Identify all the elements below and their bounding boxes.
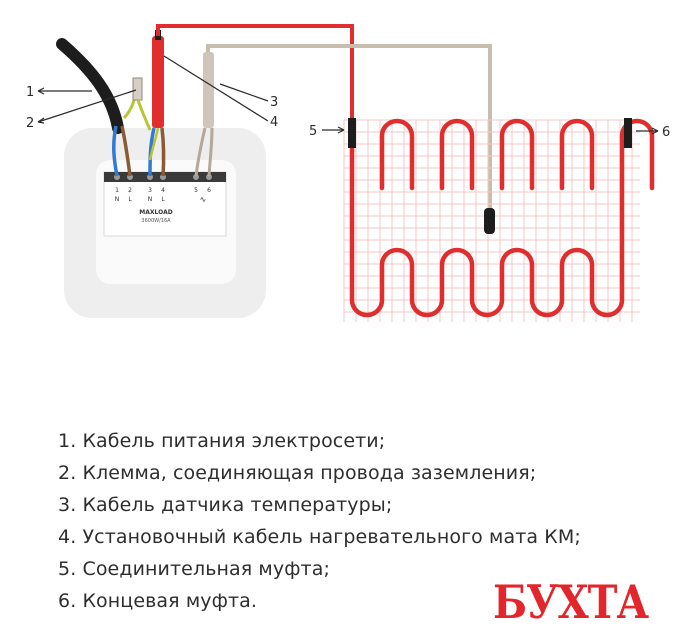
- power-wire-blue: [112, 125, 119, 177]
- callout-arrow-4: [163, 55, 269, 122]
- terminal-label-l1: L: [128, 196, 132, 203]
- terminal-number-2: 2: [128, 187, 132, 194]
- callout-1: 1: [26, 85, 34, 100]
- legend-item-5: 5. Соединительная муфта;: [58, 558, 330, 580]
- callout-arrow-5: [322, 126, 345, 134]
- end-coupling: [624, 118, 632, 148]
- terminal-label-l2: L: [161, 196, 165, 203]
- connection-coupling: [348, 118, 356, 148]
- callout-3: 3: [270, 95, 278, 110]
- sensor-wire-1: [194, 127, 207, 177]
- terminal-number-3: 3: [148, 187, 152, 194]
- callout-4: 4: [270, 115, 278, 130]
- thermostat-model: MAXLOAD: [139, 209, 172, 216]
- terminal-label-n2: N: [148, 196, 153, 203]
- brand-logo: БУХТА: [493, 575, 649, 630]
- terminal-number-6: 6: [207, 187, 211, 194]
- thermostat-rating: 3600W/16A: [141, 218, 171, 224]
- legend-item-3: 3. Кабель датчика температуры;: [58, 494, 393, 516]
- wiring-diagram: 1 2 3 4 5 6 N L N L ∿ MAXLOAD 3600W/16A: [26, 24, 670, 322]
- legend-item-1: 1. Кабель питания электросети;: [58, 430, 386, 452]
- power-wire-brown: [120, 125, 132, 177]
- sensor-cable-route: [206, 44, 492, 212]
- callout-5: 5: [309, 124, 317, 139]
- terminal-label-n1: N: [115, 196, 120, 203]
- callout-2: 2: [26, 116, 34, 131]
- legend-item-4: 4. Установочный кабель нагревательного м…: [58, 526, 581, 548]
- callout-arrow-2: [37, 89, 137, 124]
- callout-6: 6: [662, 125, 670, 140]
- terminal-block: [103, 171, 227, 237]
- legend-list: 1. Кабель питания электросети; 2. Клемма…: [58, 425, 581, 617]
- temperature-sensor-tip: [484, 208, 495, 234]
- terminal-number-5: 5: [194, 187, 198, 194]
- sensor-wire-2: [207, 127, 214, 177]
- sensor-symbol: ∿: [200, 195, 207, 204]
- heating-cable-loops: [349, 118, 655, 318]
- callout-arrow-6: [636, 127, 659, 135]
- legend-item-6: 6. Концевая муфта.: [58, 590, 258, 612]
- sensor-cable-sheath: [203, 52, 214, 128]
- callout-arrow-1: [37, 87, 92, 95]
- callout-arrow-3: [219, 83, 269, 102]
- power-cable-sheath: [56, 38, 124, 134]
- installation-wire-brown: [160, 127, 166, 177]
- heating-mat: [343, 118, 655, 322]
- heating-cable-route: [156, 24, 354, 120]
- legend-item-2: 2. Клемма, соединяющая провода заземлени…: [58, 462, 537, 484]
- terminal-number-4: 4: [161, 187, 165, 194]
- ground-clamp: [132, 77, 143, 101]
- installation-cable-sheath: [152, 36, 164, 128]
- terminal-number-1: 1: [115, 187, 119, 194]
